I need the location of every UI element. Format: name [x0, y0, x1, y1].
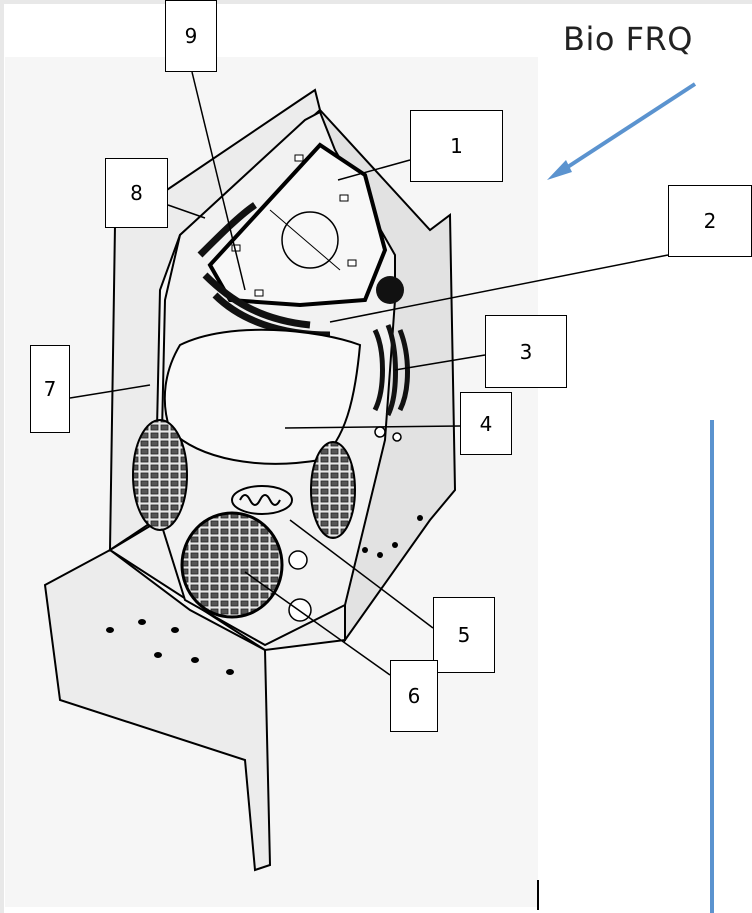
chloroplast-left — [133, 420, 187, 530]
label-box-5: 5 — [433, 597, 495, 673]
label-box-4: 4 — [460, 392, 512, 455]
label-box-2: 2 — [668, 185, 752, 257]
nucleolus-dark-body — [376, 276, 404, 304]
label-box-6: 6 — [390, 660, 438, 732]
label-box-3: 3 — [485, 315, 567, 388]
label-box-1: 1 — [410, 110, 503, 182]
mitochondrion — [232, 486, 292, 514]
blue-vertical-line — [710, 420, 714, 913]
page-title: Bio FRQ — [563, 20, 693, 58]
chloroplast-right — [311, 442, 355, 538]
blue-arrow-icon — [547, 84, 695, 180]
chloroplast-center — [182, 513, 282, 617]
label-box-8: 8 — [105, 158, 168, 228]
label-box-7: 7 — [30, 345, 70, 433]
label-box-9: 9 — [165, 0, 217, 72]
